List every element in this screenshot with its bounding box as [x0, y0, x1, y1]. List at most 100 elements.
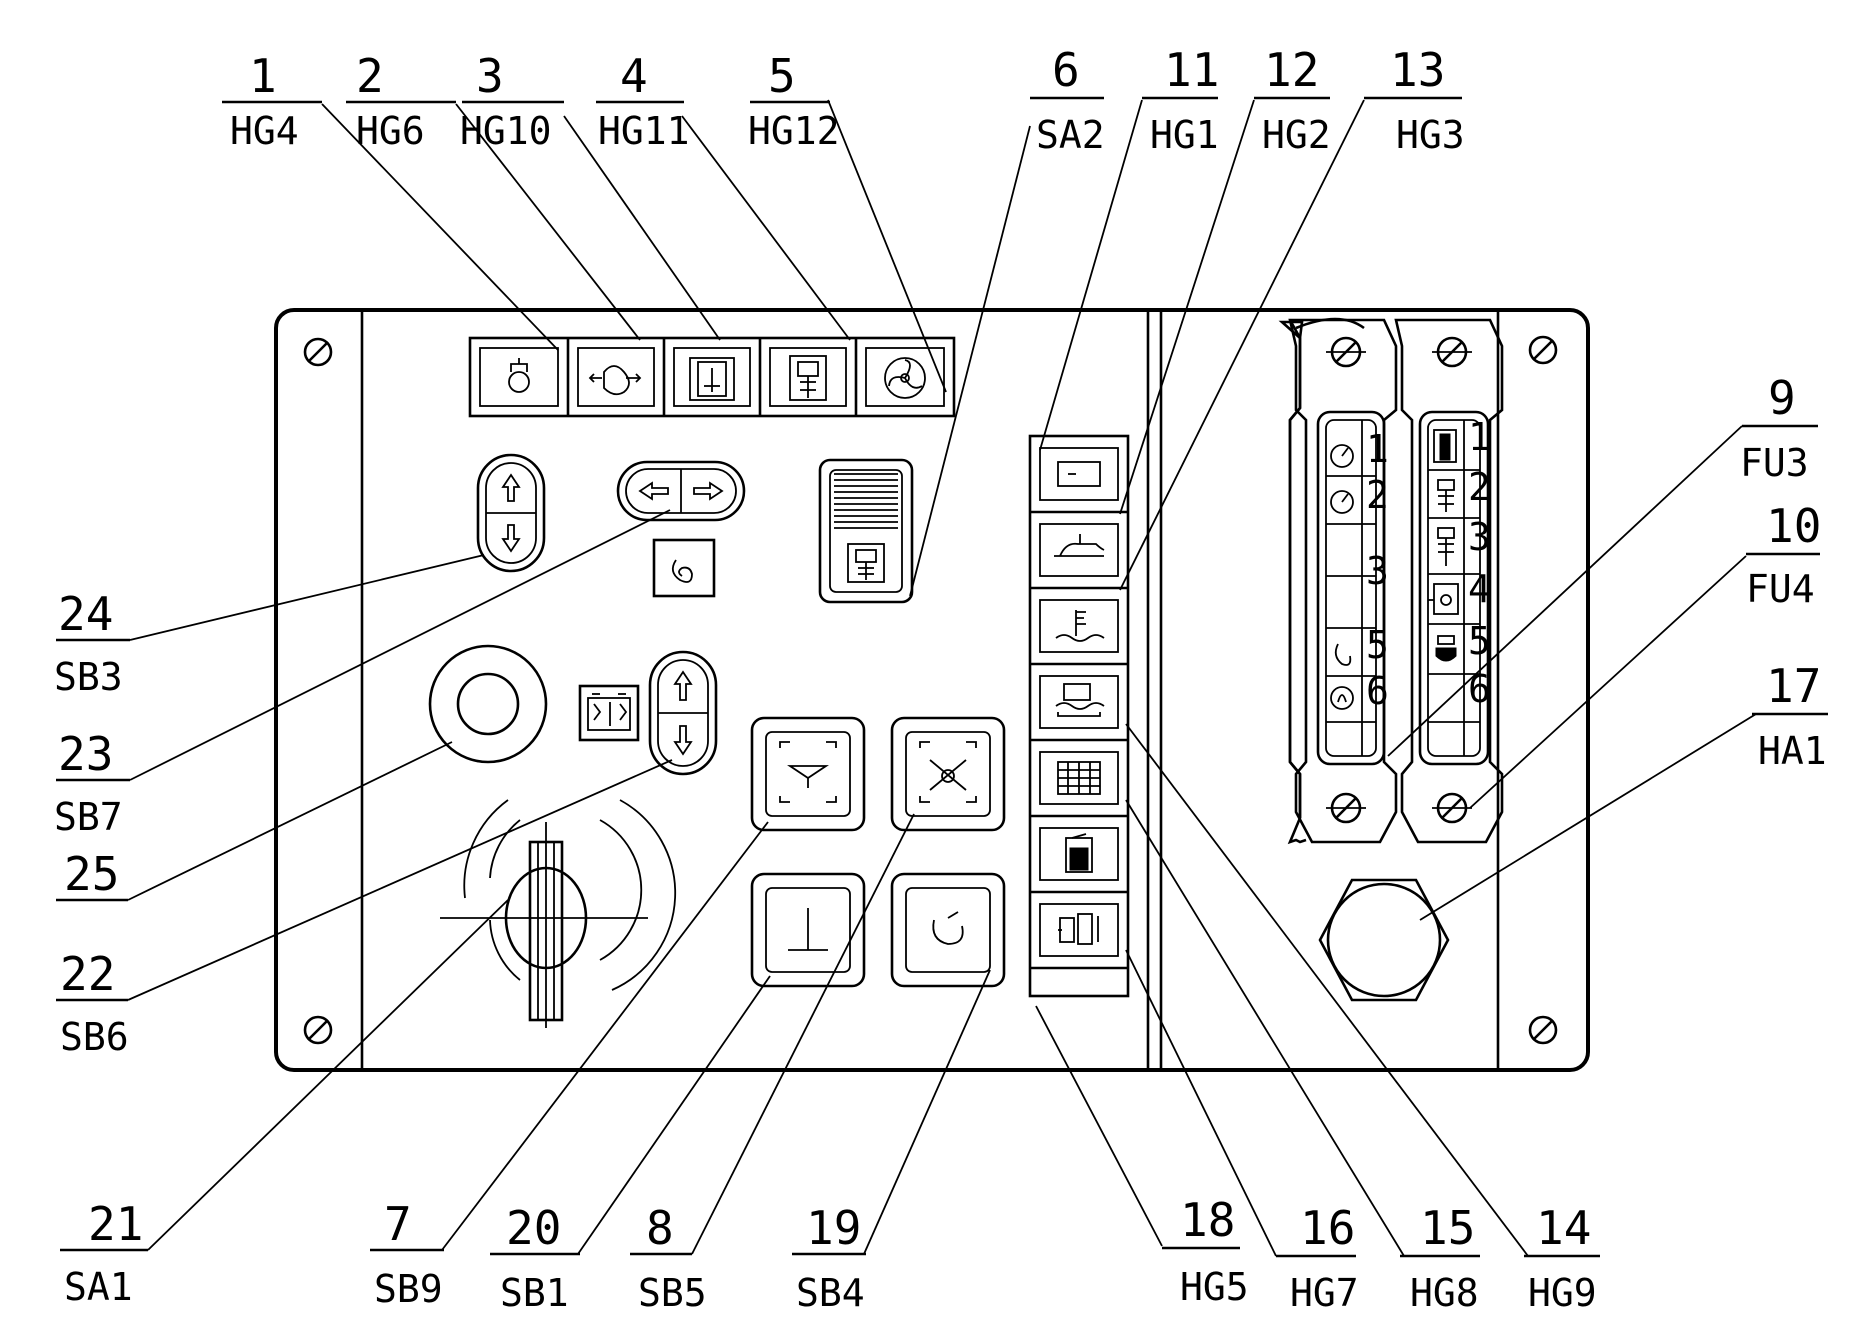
screw-icon — [1432, 336, 1472, 368]
relay-icon — [1428, 583, 1459, 615]
callout-code: HG10 — [460, 109, 552, 153]
engine-icon — [508, 358, 530, 393]
callout-1: 1 HG4 — [222, 49, 322, 153]
updown-button-sb3[interactable] — [476, 453, 546, 573]
indicator-hg10 — [689, 357, 735, 401]
fuse-number: 5 — [1468, 619, 1491, 663]
callout-number: 1 — [249, 49, 277, 103]
rocker-switch-sa2[interactable] — [818, 458, 914, 604]
coolant-temp-icon — [1055, 610, 1105, 642]
callout-code: SB3 — [54, 655, 123, 699]
callout-code: HG3 — [1396, 113, 1465, 157]
indicator-hg11 — [789, 355, 827, 401]
oil-pressure-icon — [1054, 534, 1105, 557]
screw-icon — [1326, 792, 1366, 824]
callout-11: 11 HG1 — [1142, 43, 1219, 157]
fuse-number: 5 — [1366, 623, 1389, 667]
fuse-number: 6 — [1468, 667, 1491, 711]
callout-code: FU4 — [1746, 567, 1815, 611]
callout-code: HG9 — [1528, 1271, 1597, 1315]
arrow-down-icon — [673, 725, 693, 756]
callout-number: 11 — [1164, 43, 1219, 97]
callout-number: 4 — [620, 49, 648, 103]
indicator-hg9 — [1055, 683, 1105, 717]
updown-button-sb6[interactable] — [648, 650, 718, 776]
switch-ribs-icon — [834, 473, 898, 529]
callout-number: 23 — [58, 727, 113, 781]
glow-plug-icon — [671, 559, 693, 583]
callout-code: SB6 — [60, 1015, 129, 1059]
callout-5: 5 HG12 — [748, 49, 840, 153]
fuse-number: 3 — [1366, 549, 1389, 593]
callout-number: 17 — [1766, 659, 1821, 713]
callout-code: HG5 — [1180, 1265, 1249, 1309]
key-switch-sa1[interactable] — [440, 799, 677, 1028]
buzzer-ha1 — [1318, 878, 1450, 1002]
air-filter-icon — [1057, 761, 1101, 795]
callout-22: 22 SB6 — [56, 947, 129, 1059]
callout-number: 15 — [1420, 1201, 1475, 1255]
indicator-column — [1028, 434, 1130, 998]
callout-7: 7 SB9 — [370, 1197, 444, 1311]
wiper-rear-icon — [919, 741, 977, 803]
pump-icon — [855, 549, 877, 580]
button-sb1[interactable] — [750, 872, 866, 988]
battery-charge-icon — [1057, 461, 1101, 487]
callout-code: HG2 — [1262, 113, 1331, 157]
hydraulic-oil-icon — [1055, 683, 1105, 717]
indicator-hg3 — [1055, 610, 1105, 642]
button-sb5[interactable] — [890, 716, 1006, 832]
callout-number: 5 — [768, 49, 796, 103]
callout-number: 12 — [1264, 43, 1319, 97]
indicator-hg5 — [1058, 913, 1099, 945]
fuse-number: 2 — [1366, 473, 1389, 517]
arrow-left-icon — [638, 481, 669, 501]
callout-24: 24 SB3 — [54, 587, 130, 699]
screw-icon — [1528, 335, 1558, 365]
fuse-box-fu4[interactable]: 1 2 3 4 5 6 — [1394, 318, 1504, 844]
callout-number: 6 — [1052, 43, 1080, 97]
flame-icon — [1330, 686, 1354, 710]
indicator-hg7 — [1065, 833, 1093, 873]
callout-code: HG8 — [1410, 1271, 1479, 1315]
fuse-number: 4 — [1468, 567, 1491, 611]
callout-13: 13 HG3 — [1364, 43, 1465, 157]
arrow-up-icon — [501, 473, 521, 502]
indicator-hg1 — [1057, 461, 1101, 487]
callout-number: 16 — [1300, 1201, 1355, 1255]
tank-level-icon — [689, 357, 735, 401]
callout-8: 8 SB5 — [630, 1201, 707, 1315]
callout-code: SB1 — [500, 1271, 569, 1315]
callout-number: 3 — [476, 49, 504, 103]
callout-code: HG6 — [356, 109, 425, 153]
callout-code: HG1 — [1150, 113, 1219, 157]
gauge-icon — [1330, 444, 1354, 468]
battery-icon — [587, 693, 631, 731]
callout-number: 7 — [384, 1197, 412, 1251]
callout-number: 21 — [88, 1197, 143, 1251]
round-button-25[interactable] — [428, 644, 548, 764]
battery-indicator — [578, 684, 640, 742]
arrow-right-icon — [693, 481, 724, 501]
callout-17: 17 HA1 — [1752, 659, 1828, 773]
button-sb4[interactable] — [890, 872, 1006, 988]
button-sb9[interactable] — [750, 716, 866, 832]
indicator-hg6 — [588, 365, 642, 396]
callout-code: SA2 — [1036, 113, 1105, 157]
callout-6: 6 SA2 — [1030, 43, 1105, 157]
callout-2: 2 HG6 — [346, 49, 456, 153]
fuel-level-icon — [1065, 833, 1093, 873]
callout-code: HG11 — [598, 109, 690, 153]
fuse-box-fu3[interactable]: 1 2 3 5 6 — [1278, 317, 1398, 845]
fan-icon — [884, 357, 926, 399]
callout-code: HG7 — [1290, 1271, 1359, 1315]
indicator-hg8 — [1057, 761, 1101, 795]
fuse-number: 6 — [1366, 669, 1389, 713]
indicator-hg4 — [508, 358, 530, 393]
callout-3: 3 HG10 — [460, 49, 564, 153]
fuse-number: 1 — [1366, 427, 1389, 471]
callout-code: HA1 — [1758, 729, 1827, 773]
callout-number: 19 — [806, 1201, 861, 1255]
leftright-button-sb7[interactable] — [616, 460, 746, 522]
